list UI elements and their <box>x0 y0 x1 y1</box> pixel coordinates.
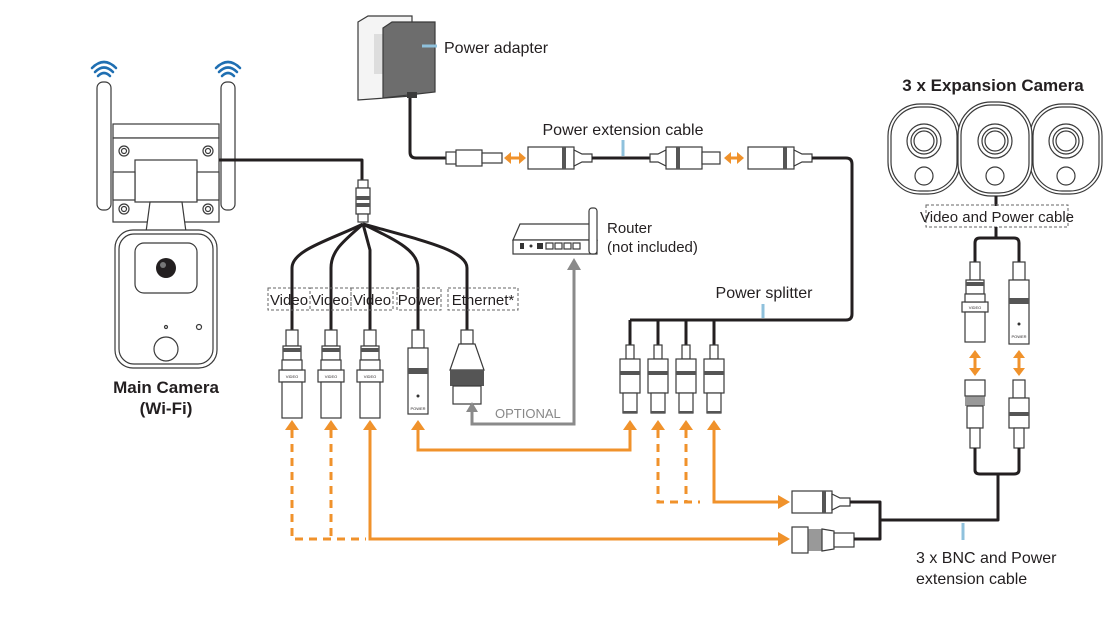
splitter-cable <box>630 156 854 322</box>
bnc-power-extension-cable: 3 x BNC and Power extension cable <box>791 474 1057 588</box>
camera-lens-icon <box>156 258 176 278</box>
router-antenna <box>588 207 598 255</box>
svg-text:VIDEO: VIDEO <box>286 374 298 379</box>
power-extension-label: Power extension cable <box>543 122 704 139</box>
power-adapter-label: Power adapter <box>444 40 549 57</box>
bnc-connector: VIDEO <box>356 329 384 419</box>
port-label-video-1: Video <box>270 292 308 309</box>
svg-text:POWER: POWER <box>1011 334 1026 339</box>
adapter-cable <box>408 98 446 160</box>
power-splitter-label: Power splitter <box>716 285 814 302</box>
connect-arrow-icon <box>504 152 526 164</box>
extension-cable-plug <box>649 146 721 170</box>
optional-ethernet-link: OPTIONAL <box>466 258 581 426</box>
power-connector: POWER <box>407 329 429 415</box>
expansion-camera <box>887 103 961 195</box>
expansion-camera <box>957 101 1033 197</box>
router: Router (not included) <box>512 207 698 256</box>
port-labels: Video Video Video Power Ethernet* <box>267 287 519 311</box>
bnc-connector: VIDEO <box>278 329 306 419</box>
svg-text:VIDEO: VIDEO <box>325 374 337 379</box>
antenna-right <box>220 81 236 211</box>
ethernet-connector <box>449 329 485 405</box>
dc-plug <box>445 149 503 167</box>
bnc-extension-label: 3 x BNC and Power <box>916 550 1057 567</box>
main-camera-sublabel: (Wi-Fi) <box>140 399 193 418</box>
port-label-video-2: Video <box>311 292 349 309</box>
expansion-camera <box>1029 103 1103 195</box>
video-power-cable-label: Video and Power cable <box>920 209 1074 226</box>
svg-text:VIDEO: VIDEO <box>969 305 981 310</box>
connect-arrow-icon <box>1013 350 1025 376</box>
splitter-input-socket <box>747 146 813 170</box>
wifi-icon <box>90 60 118 78</box>
router-label: Router <box>607 220 652 237</box>
port-label-ethernet: Ethernet* <box>452 292 515 309</box>
breakout-connector <box>355 179 371 223</box>
svg-text:POWER: POWER <box>410 406 425 411</box>
expansion-camera-label: 3 x Expansion Camera <box>902 76 1084 95</box>
main-camera: Main Camera (Wi-Fi) <box>90 60 242 418</box>
port-label-power: Power <box>398 292 441 309</box>
connection-arrows <box>285 420 790 546</box>
router-sublabel: (not included) <box>607 239 698 256</box>
main-camera-cable <box>219 158 364 182</box>
power-splitter <box>619 320 725 414</box>
bnc-connector: VIDEO <box>317 329 345 419</box>
bnc-extension-sublabel: extension cable <box>916 571 1027 588</box>
main-camera-label: Main Camera <box>113 378 219 397</box>
power-adapter: Power adapter <box>357 15 549 101</box>
connect-arrow-icon <box>969 350 981 376</box>
optional-label: OPTIONAL <box>495 406 561 421</box>
expansion-cameras: 3 x Expansion Camera Video and Power cab… <box>887 76 1103 476</box>
connect-arrow-icon <box>724 152 744 164</box>
wifi-icon <box>214 60 242 78</box>
svg-text:VIDEO: VIDEO <box>364 374 376 379</box>
port-label-video-3: Video <box>353 292 391 309</box>
breakout-cables <box>290 222 469 330</box>
antenna-left <box>96 81 112 211</box>
extension-cable-socket <box>527 146 593 170</box>
